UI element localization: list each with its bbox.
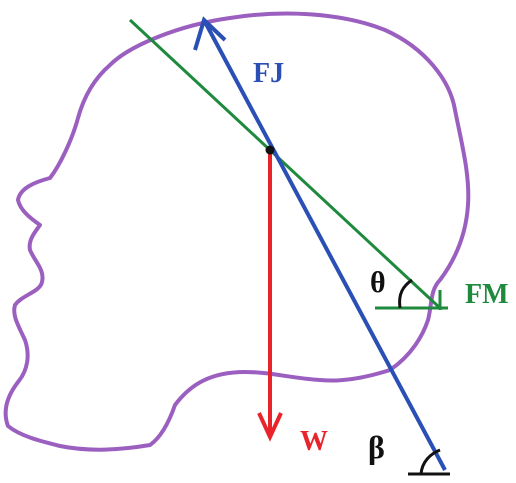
fj-label: FJ [253, 58, 284, 89]
fm-line [128, 18, 442, 310]
beta-label: β [368, 429, 385, 465]
beta-angle-arc [419, 448, 441, 475]
w-label: W [300, 426, 328, 457]
center-point [265, 145, 275, 155]
theta-angle-arc [398, 278, 413, 309]
head-outline [3, 11, 471, 452]
fj-line [203, 21, 447, 471]
fm-label: FM [465, 279, 509, 310]
theta-label: θ [370, 266, 386, 299]
fj-arrowhead [193, 16, 227, 51]
w-arrowhead [257, 412, 283, 442]
